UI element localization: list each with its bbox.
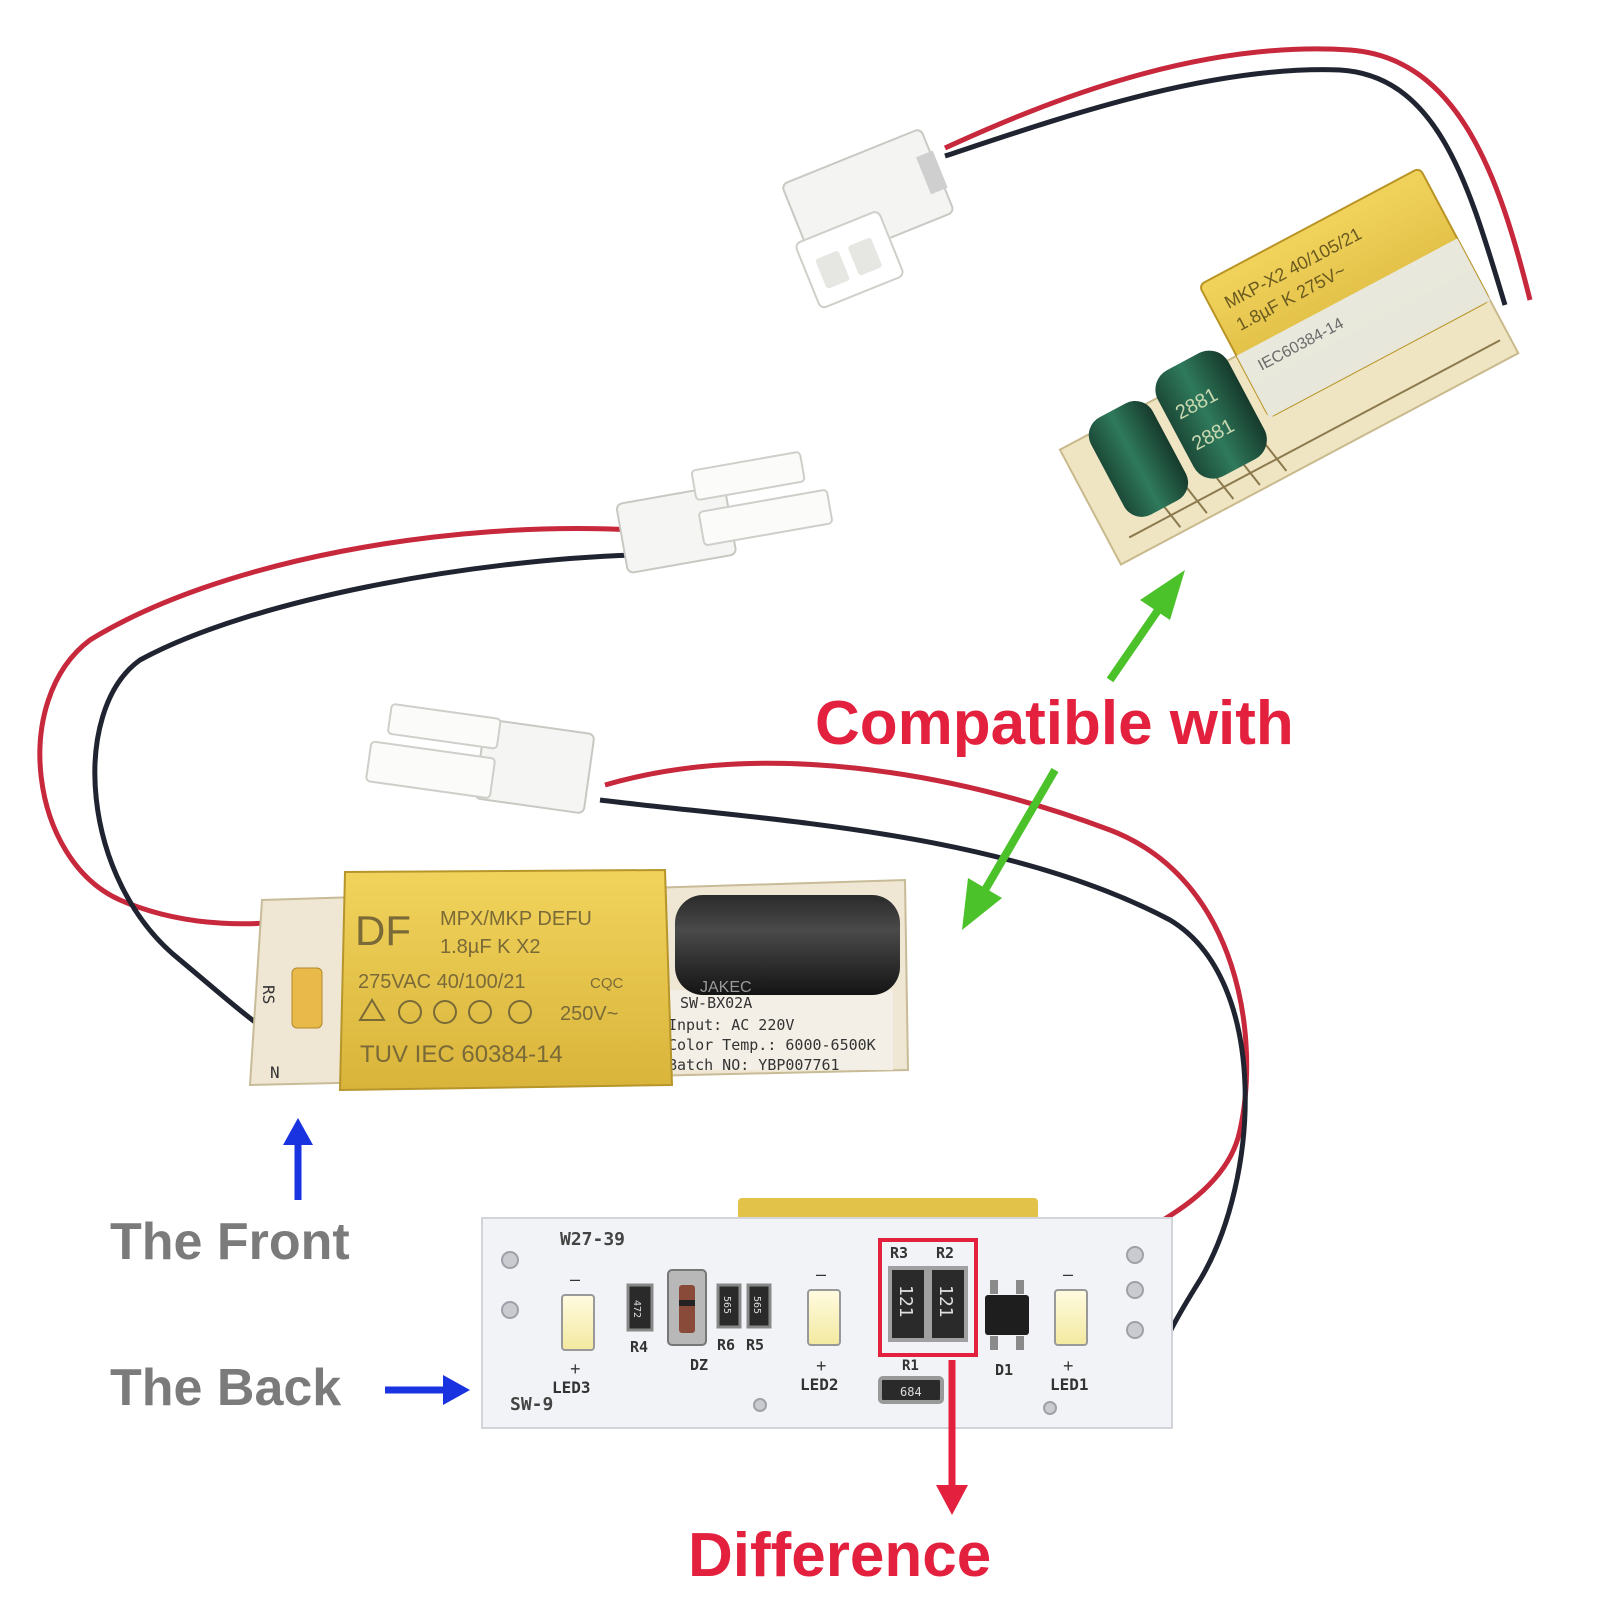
r2-label: R2 [936,1244,954,1262]
cap-line3: 275VAC 40/100/21 [358,971,526,993]
r4-code: 472 [631,1300,642,1318]
r1: R1 684 [878,1358,944,1404]
blue-arrow-right [385,1375,470,1405]
model-bottom: SW-9 [510,1394,553,1415]
top-electrolytic-cap-1 [1088,400,1189,517]
cap-cqc: CQC [590,975,624,992]
front-board: RS N SW-BX02A Input: AC 220V Color Temp.… [248,868,910,1092]
r5-code: 565 [751,1296,762,1314]
led1-minus: – [1063,1264,1073,1284]
mounting-holes [501,1246,1144,1415]
label-input: Input: AC 220V [668,1016,794,1034]
red-arrow-down [936,1360,968,1515]
r3-code: 121 [895,1285,916,1318]
r3: 121 R3 [888,1244,928,1342]
the-front-label: The Front [110,1213,350,1271]
r2-code: 121 [935,1285,956,1318]
r5-label: R5 [746,1336,764,1354]
connector-upper-left [615,451,833,574]
back-board: W27-39 SW-9 – + LED3 472 R4 DZ 565 R6 [481,1198,1173,1429]
compatible-with-label: Compatible with [815,689,1294,758]
top-board: MKP-X2 40/105/21 1.8µF K 275V~ IEC60384-… [1058,168,1520,566]
wire-red-right [604,760,1250,1228]
r4: 472 R4 [626,1283,654,1356]
led1: – + LED1 [1050,1264,1089,1394]
led1-plus: + [1063,1356,1074,1376]
back-yellow-strip [738,1198,1038,1220]
led2: – + LED2 [800,1264,841,1394]
label-batch: Batch NO: YBP007761 [668,1056,840,1074]
cap-line1: MPX/MKP DEFU [440,908,592,930]
green-arrow-down [962,767,1059,930]
the-back-label: The Back [110,1359,342,1417]
cap-cert-icons [358,998,532,1024]
label-color-temp: Color Temp.: 6000-6500K [668,1036,876,1054]
r6-label: R6 [717,1336,735,1354]
connector-top [782,129,954,309]
wire-black-top [944,67,1508,306]
front-small-component [291,967,323,1029]
difference-label: Difference [688,1521,992,1590]
label-model: SW-BX02A [680,994,752,1012]
front-info-label [668,990,893,1070]
front-x2-capacitor [338,868,674,1092]
r6-code: 565 [721,1296,732,1314]
silk-rs: RS [259,985,278,1004]
model-top: W27-39 [560,1229,625,1250]
difference-highlight-box [878,1238,978,1357]
r6: 565 R6 [716,1283,742,1354]
blue-arrow-up [283,1118,313,1200]
cap-line5: TUV IEC 60384-14 [360,1041,563,1068]
led3: – + LED3 [552,1269,595,1397]
wire-black-left [92,552,636,1053]
top-electrolytic-cap-2 [1155,350,1267,479]
cap-brand: DF [355,907,411,954]
dz: DZ [667,1269,708,1374]
cap-line2: 1.8µF K X2 [440,936,540,958]
connector-middle [365,703,595,814]
r2: 121 R2 [928,1244,968,1342]
d1: D1 [985,1280,1029,1379]
green-arrow-up [1106,570,1185,683]
r3-label: R3 [890,1244,908,1262]
r5: 565 R5 [746,1283,772,1354]
silk-n: N [270,1063,280,1082]
wire-red-top [943,46,1533,301]
wires [37,46,1533,1356]
r1-label: R1 [902,1358,919,1374]
led1-label: LED1 [1050,1375,1089,1394]
dz-label: DZ [690,1356,708,1374]
led2-minus: – [816,1264,826,1284]
elec-brand: JAKEC [700,979,752,996]
front-electrolytic-cap [675,895,900,995]
led3-plus: + [570,1359,581,1379]
wire-red-left [37,526,636,927]
led3-minus: – [570,1269,580,1289]
d1-label: D1 [995,1361,1013,1379]
wire-black-right [599,797,1248,1356]
cap-line4: 250V~ [560,1003,618,1025]
r4-label: R4 [630,1338,648,1356]
led3-label: LED3 [552,1378,591,1397]
led2-label: LED2 [800,1375,839,1394]
led2-plus: + [816,1356,827,1376]
r1-code: 684 [900,1385,922,1399]
